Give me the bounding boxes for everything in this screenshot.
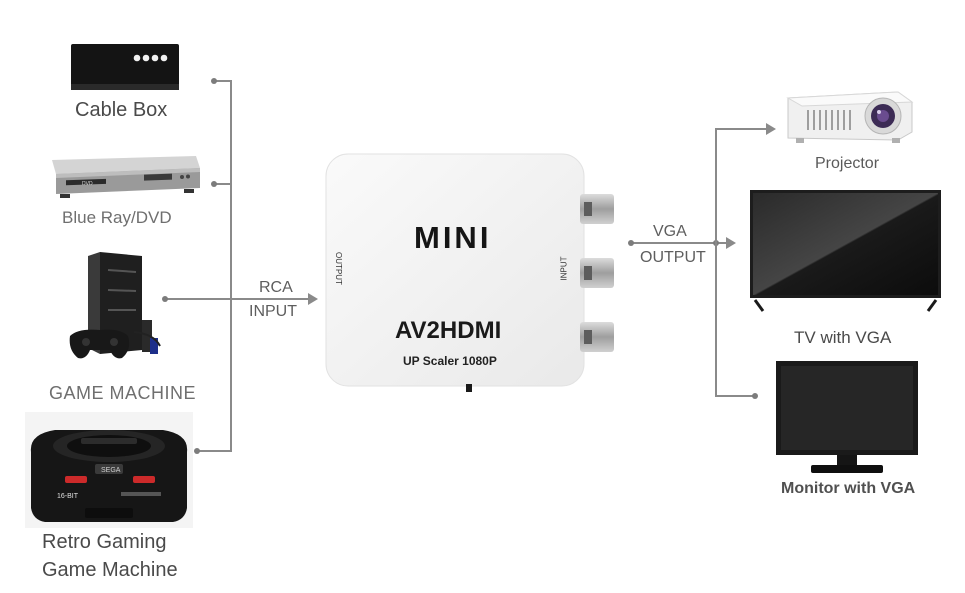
retro-console-16bit: 16-BIT — [57, 493, 79, 500]
monitor-image — [773, 361, 921, 477]
input-bus-line — [230, 80, 232, 452]
game-machine-connector-dot — [162, 296, 168, 302]
monitor-connector — [715, 395, 755, 397]
projector-label: Projector — [815, 155, 880, 172]
rca-input-arrow — [308, 293, 318, 305]
retro-connector — [196, 450, 232, 452]
bluray-dvd-label: Blue Ray/DVD — [62, 208, 172, 227]
game-machine-label: GAME MACHINE — [49, 383, 197, 403]
cable-box-image — [71, 44, 179, 90]
tv-image — [749, 189, 942, 314]
dvd-logo-text: DVD — [82, 181, 93, 187]
converter-subtitle: UP Scaler 1080P — [403, 354, 497, 368]
rca-input-label-line2: INPUT — [249, 303, 297, 320]
vga-output-line — [630, 242, 727, 244]
output-bus-line — [715, 128, 717, 397]
game-machine-connector — [164, 298, 310, 300]
rca-input-label-line1: RCA — [259, 279, 293, 296]
retro-console-logo: SEGA — [101, 467, 121, 474]
bluray-connector — [213, 183, 232, 185]
monitor-label: Monitor with VGA — [781, 480, 916, 497]
vga-output-label-line2: OUTPUT — [640, 249, 706, 266]
projector-connector — [715, 128, 767, 130]
converter-model: AV2HDMI — [395, 317, 502, 344]
bluray-connector-dot — [211, 181, 217, 187]
tv-label: TV with VGA — [794, 328, 892, 347]
cable-box-label: Cable Box — [75, 99, 168, 121]
vga-output-label-line1: VGA — [653, 223, 687, 240]
projector-image — [782, 88, 917, 146]
av2hdmi-converter — [322, 152, 622, 397]
vga-output-dot-left — [628, 240, 634, 246]
bluray-dvd-image: DVD — [46, 154, 201, 199]
projector-arrow — [766, 123, 776, 135]
cable-box-connector-dot — [211, 78, 217, 84]
converter-brand: MINI — [414, 220, 492, 255]
retro-gaming-label-line1: Retro Gaming — [42, 531, 167, 553]
converter-output-side-text: OUTPUT — [333, 252, 343, 285]
tv-arrow — [726, 237, 736, 249]
cable-box-connector — [213, 80, 232, 82]
retro-console-image: SEGA 16-BIT — [25, 412, 193, 528]
converter-input-side-text: INPUT — [559, 256, 569, 281]
retro-gaming-label-line2: Game Machine — [42, 559, 178, 581]
retro-connector-dot — [194, 448, 200, 454]
monitor-connector-dot — [752, 393, 758, 399]
game-machine-image — [64, 250, 174, 364]
